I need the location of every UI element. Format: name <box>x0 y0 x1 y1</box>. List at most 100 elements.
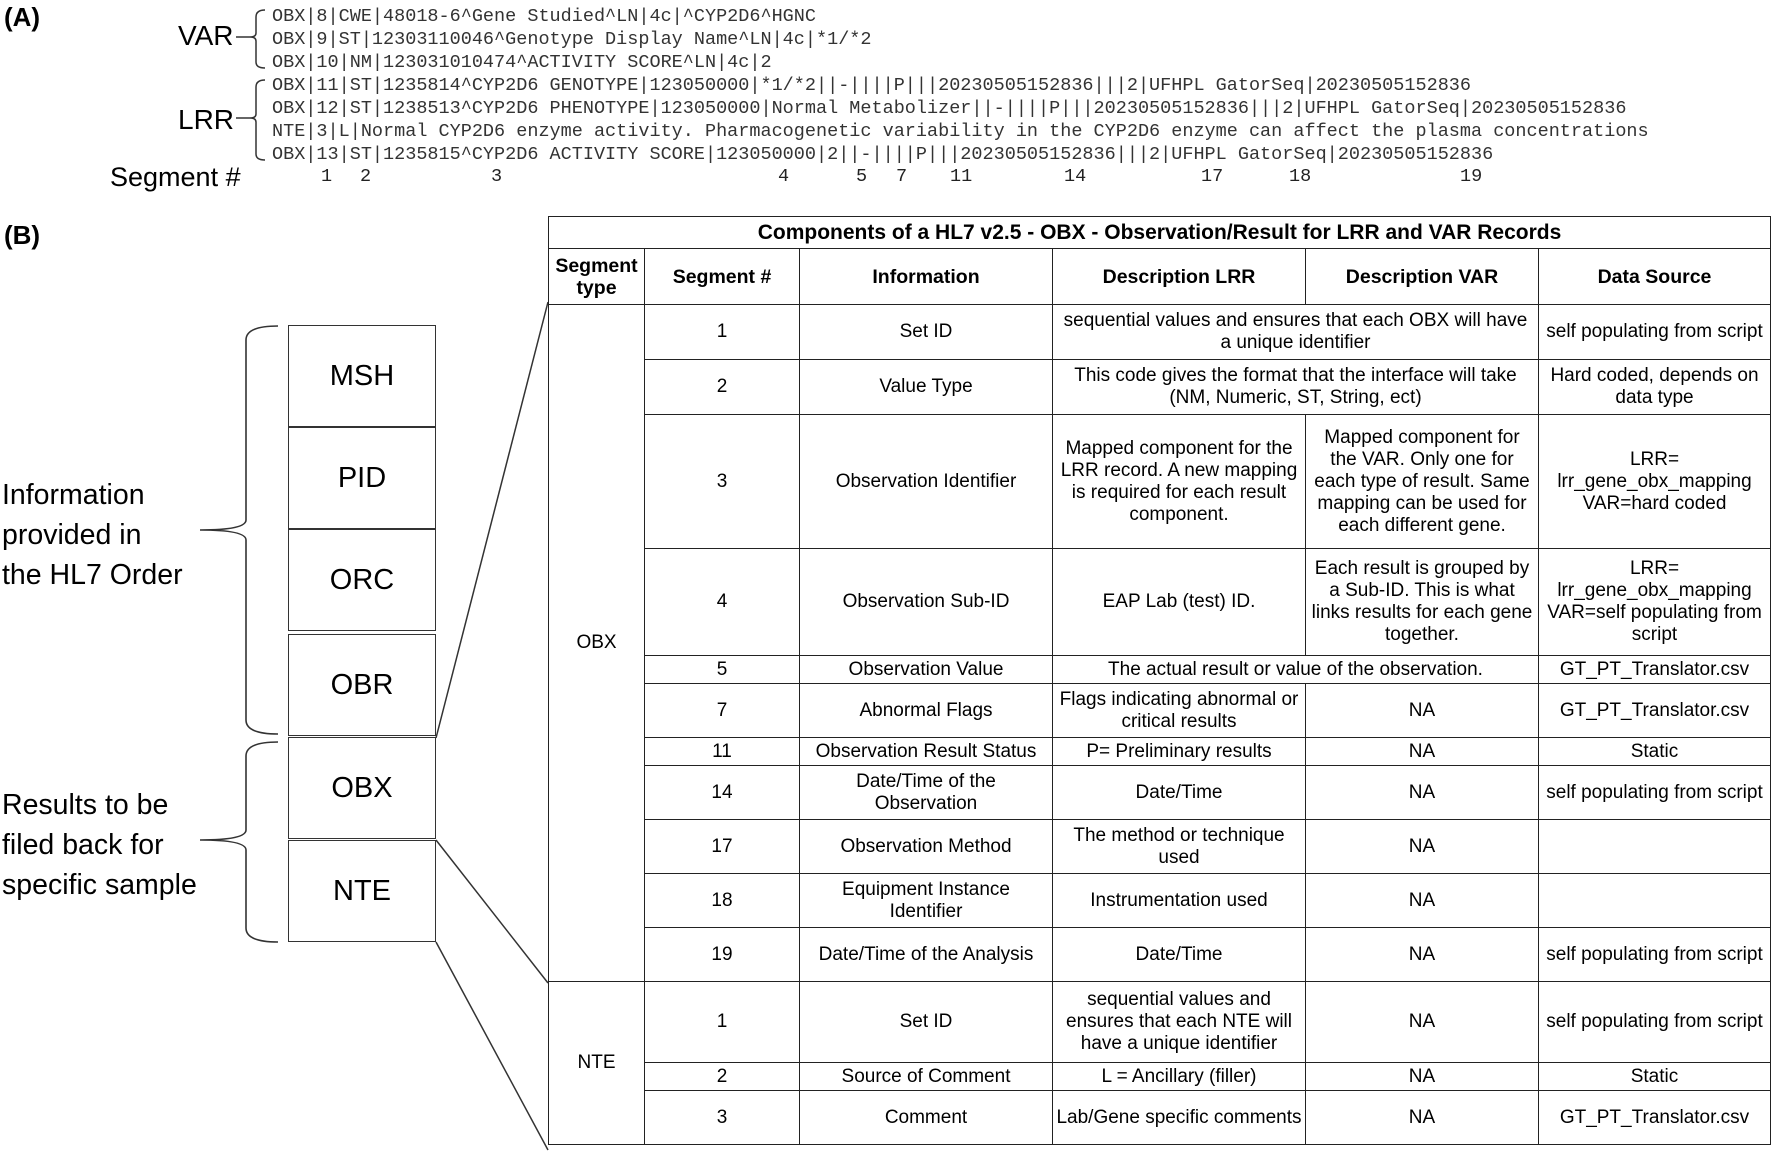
segment-number-19: 19 <box>1460 166 1483 187</box>
segment-number-cell: 2 <box>644 1062 800 1091</box>
data-source-cell: self populating from script <box>1538 981 1771 1063</box>
data-source-cell: Hard coded, depends on data type <box>1538 359 1771 415</box>
description-lrr-cell: Instrumentation used <box>1052 873 1306 928</box>
information-cell: Abnormal Flags <box>799 683 1053 738</box>
description-merged-cell: sequential values and ensures that each … <box>1052 304 1539 360</box>
var-line-2: OBX|9|ST|12303110046^Genotype Display Na… <box>272 29 872 50</box>
data-source-cell: GT_PT_Translator.csv <box>1538 683 1771 738</box>
segment-number-cell: 3 <box>644 1090 800 1145</box>
hl7-components-table: Components of a HL7 v2.5 - OBX - Observa… <box>548 216 1771 1145</box>
segment-box-orc: ORC <box>288 529 436 631</box>
information-cell: Date/Time of the Observation <box>799 765 1053 820</box>
information-cell: Set ID <box>799 981 1053 1063</box>
var-label: VAR <box>178 20 234 51</box>
segment-number-cell: 19 <box>644 927 800 982</box>
segment-type-cell: NTE <box>548 981 645 1145</box>
information-cell: Observation Value <box>799 655 1053 684</box>
segment-number-cell: 2 <box>644 359 800 415</box>
panel-b-label: (B) <box>4 220 41 250</box>
segment-number-17: 17 <box>1201 166 1224 187</box>
information-cell: Observation Method <box>799 819 1053 874</box>
header-description-lrr: Description LRR <box>1052 248 1306 305</box>
description-lrr-cell: Lab/Gene specific comments <box>1052 1090 1306 1145</box>
description-lrr-cell: Mapped component for the LRR record. A n… <box>1052 414 1306 549</box>
description-var-cell: NA <box>1305 1062 1539 1091</box>
description-var-cell: Each result is grouped by a Sub-ID. This… <box>1305 548 1539 656</box>
data-source-cell: GT_PT_Translator.csv <box>1538 1090 1771 1145</box>
panel-a-brackets <box>236 9 266 161</box>
information-cell: Comment <box>799 1090 1053 1145</box>
segment-number-7: 7 <box>896 166 908 187</box>
data-source-cell: Static <box>1538 737 1771 766</box>
lrr-line-2: OBX|12|ST|1238513^CYP2D6 PHENOTYPE|12305… <box>272 98 1627 119</box>
data-source-cell <box>1538 819 1771 874</box>
segment-box-msh: MSH <box>288 325 436 427</box>
description-lrr-cell: Date/Time <box>1052 927 1306 982</box>
information-cell: Equipment Instance Identifier <box>799 873 1053 928</box>
data-source-cell: Static <box>1538 1062 1771 1091</box>
information-cell: Value Type <box>799 359 1053 415</box>
segment-number-3: 3 <box>491 166 503 187</box>
segment-number-cell: 4 <box>644 548 800 656</box>
data-source-cell: GT_PT_Translator.csv <box>1538 655 1771 684</box>
segment-number-4: 4 <box>778 166 790 187</box>
segment-number-14: 14 <box>1064 166 1087 187</box>
description-merged-cell: The actual result or value of the observ… <box>1052 655 1539 684</box>
header-description-var: Description VAR <box>1305 248 1539 305</box>
segment-number-cell: 18 <box>644 873 800 928</box>
description-var-cell: NA <box>1305 819 1539 874</box>
segment-box-obx: OBX <box>288 737 436 839</box>
segment-box-obr: OBR <box>288 634 436 736</box>
segment-box-nte: NTE <box>288 840 436 942</box>
data-source-cell: self populating from script <box>1538 304 1771 360</box>
segment-number-cell: 3 <box>644 414 800 549</box>
segment-number-cell: 17 <box>644 819 800 874</box>
description-lrr-cell: EAP Lab (test) ID. <box>1052 548 1306 656</box>
information-cell: Observation Result Status <box>799 737 1053 766</box>
segment-number-18: 18 <box>1289 166 1312 187</box>
segment-number-cell: 5 <box>644 655 800 684</box>
segment-type-cell: OBX <box>548 304 645 982</box>
order-info-text: Information provided in the HL7 Order <box>2 479 183 591</box>
data-source-cell: LRR= lrr_gene_obx_mapping VAR=self popul… <box>1538 548 1771 656</box>
description-lrr-cell: The method or technique used <box>1052 819 1306 874</box>
table-title: Components of a HL7 v2.5 - OBX - Observa… <box>548 216 1771 249</box>
segment-box-pid: PID <box>288 427 436 529</box>
lrr-label: LRR <box>178 104 235 135</box>
segment-number-5: 5 <box>856 166 868 187</box>
segment-number-1: 1 <box>321 166 333 187</box>
information-cell: Set ID <box>799 304 1053 360</box>
data-source-cell: self populating from script <box>1538 927 1771 982</box>
information-cell: Date/Time of the Analysis <box>799 927 1053 982</box>
lrr-line-3: NTE|3|L|Normal CYP2D6 enzyme activity. P… <box>272 121 1649 142</box>
lrr-line-4: OBX|13|ST|1235815^CYP2D6 ACTIVITY SCORE|… <box>272 144 1494 165</box>
header-information: Information <box>799 248 1053 305</box>
header-segment-number: Segment # <box>644 248 800 305</box>
segment-number-cell: 1 <box>644 304 800 360</box>
lrr-line-1: OBX|11|ST|1235814^CYP2D6 GENOTYPE|123050… <box>272 75 1471 96</box>
description-var-cell: NA <box>1305 683 1539 738</box>
description-var-cell: NA <box>1305 765 1539 820</box>
header-data-source: Data Source <box>1538 248 1771 305</box>
description-merged-cell: This code gives the format that the inte… <box>1052 359 1539 415</box>
description-var-cell: NA <box>1305 873 1539 928</box>
description-var-cell: NA <box>1305 737 1539 766</box>
information-cell: Observation Identifier <box>799 414 1053 549</box>
data-source-cell: self populating from script <box>1538 765 1771 820</box>
description-lrr-cell: sequential values and ensures that each … <box>1052 981 1306 1063</box>
segment-number-cell: 14 <box>644 765 800 820</box>
